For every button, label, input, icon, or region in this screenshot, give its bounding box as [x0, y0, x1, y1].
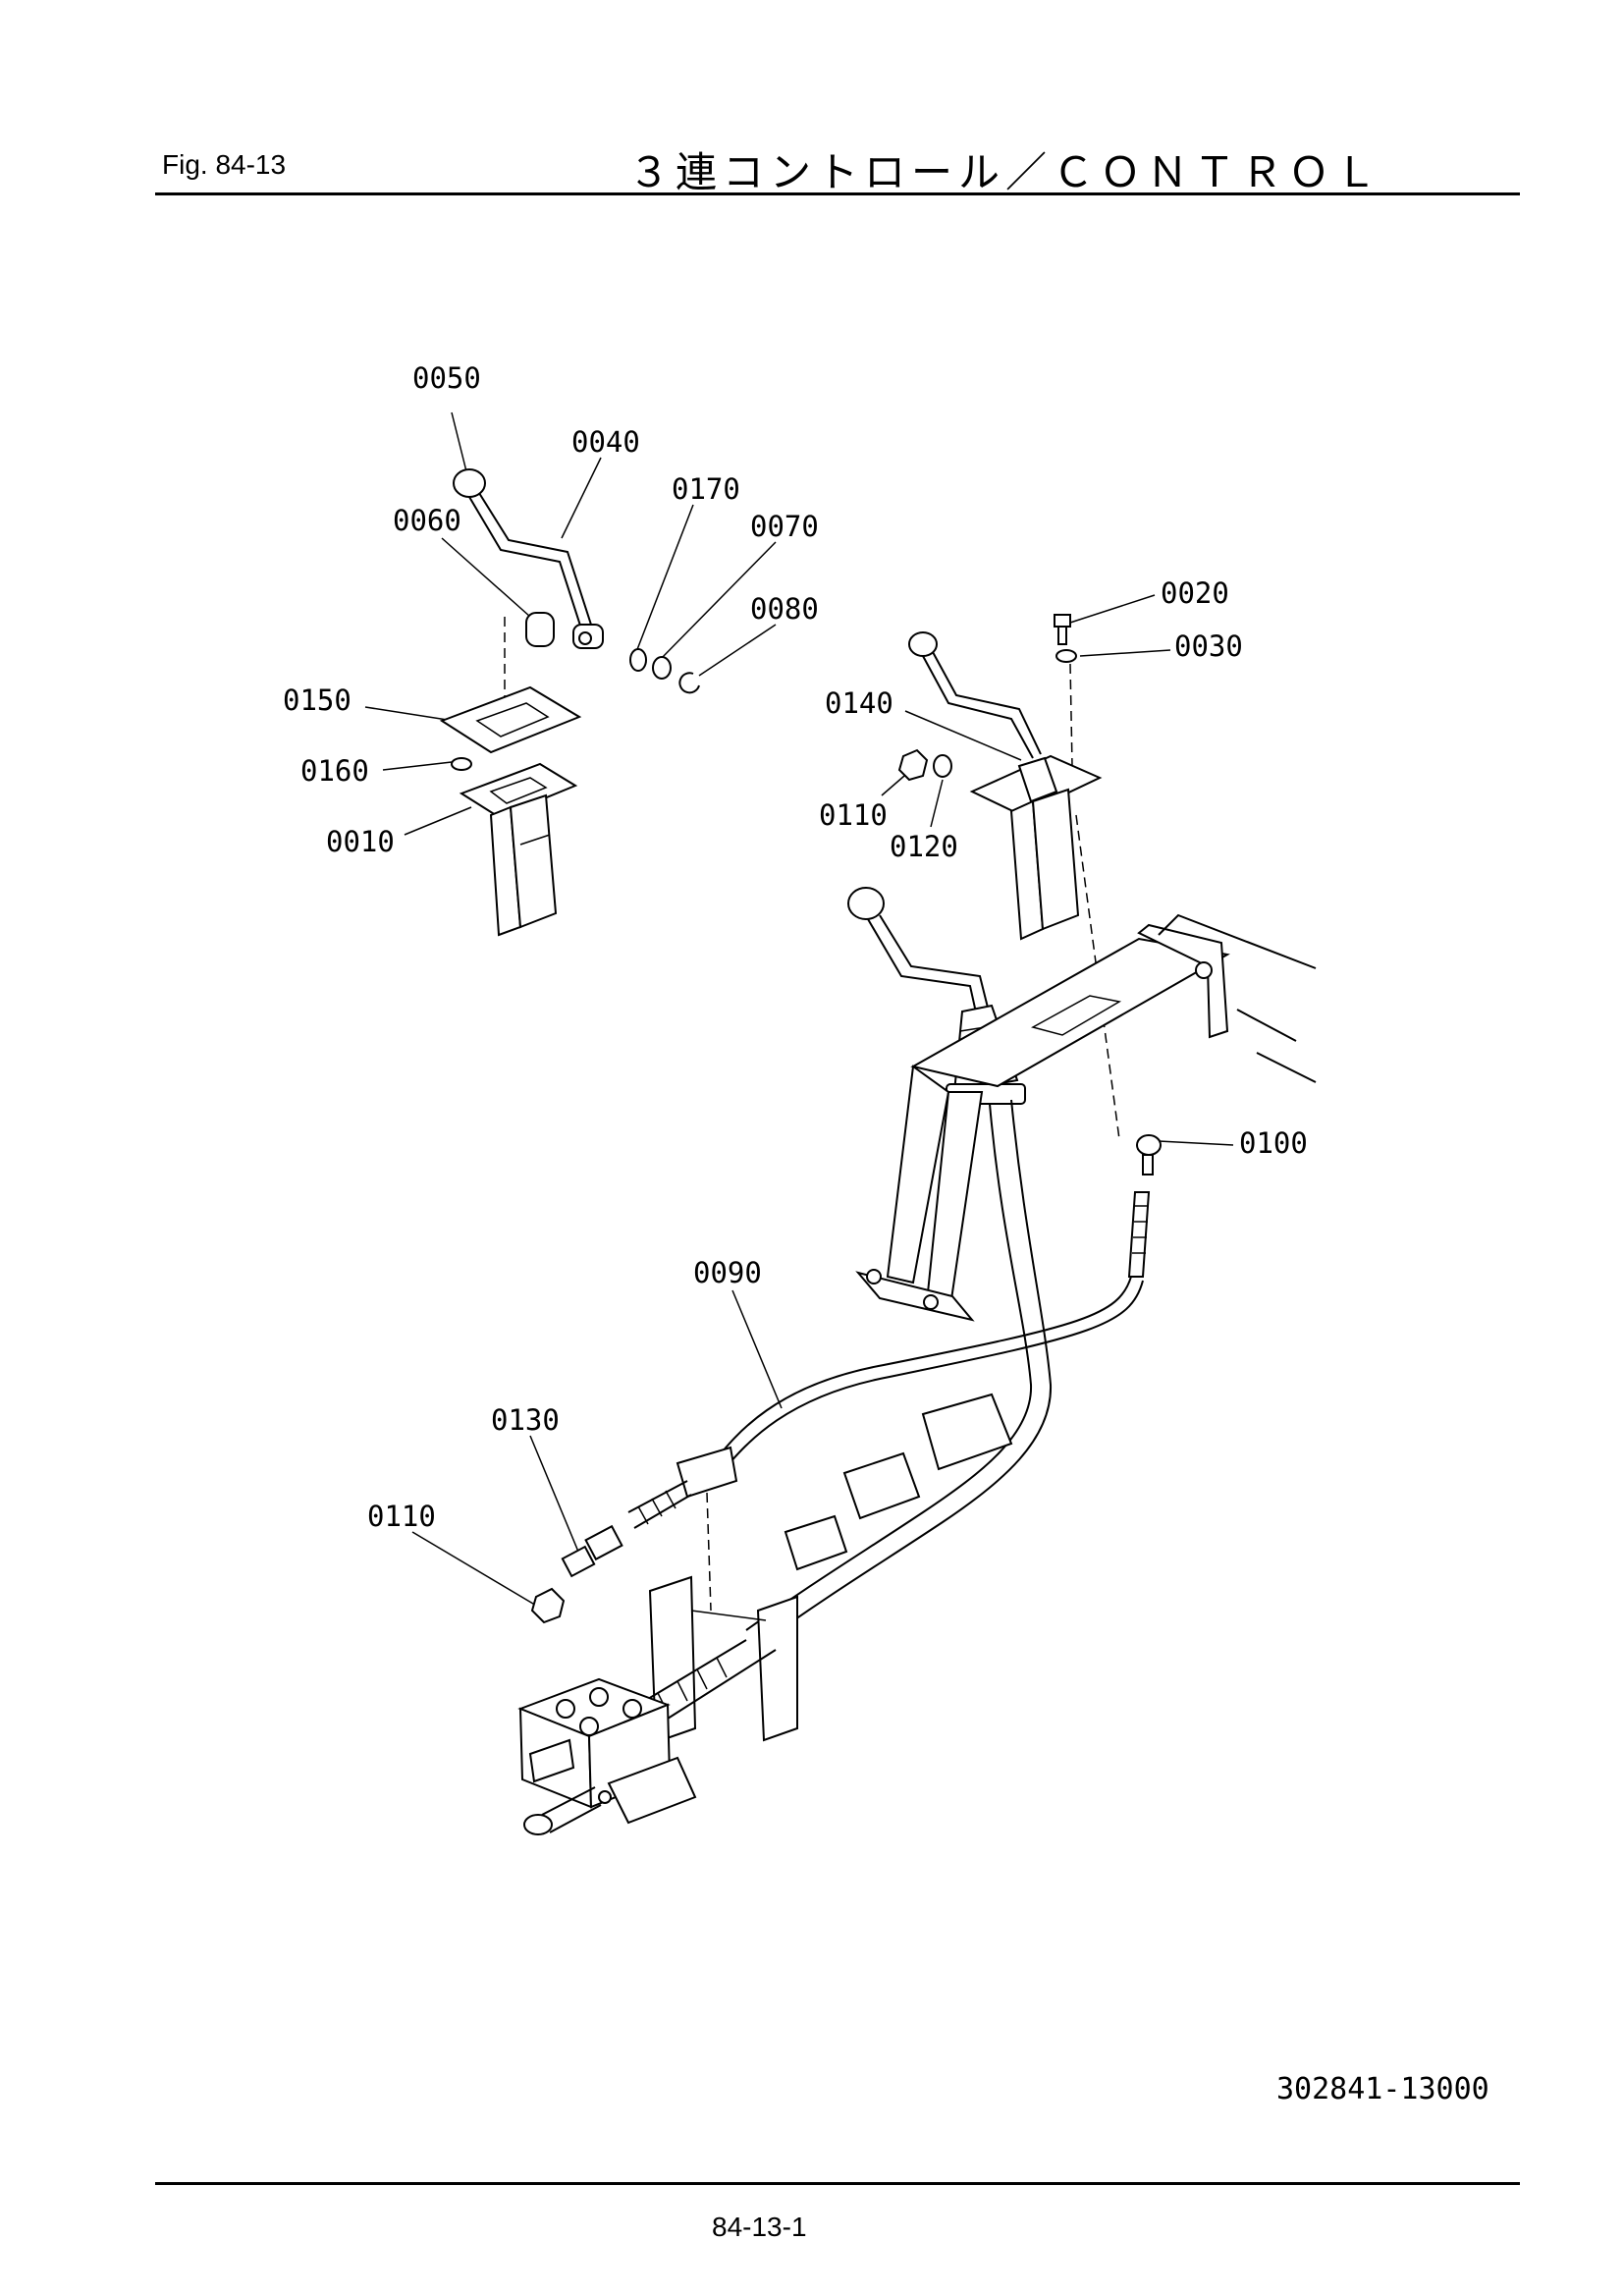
header-rule [155, 192, 1520, 195]
callout-0100: 0100 [1239, 1126, 1308, 1160]
control-cable [712, 1276, 1132, 1464]
callout-0160: 0160 [300, 754, 369, 788]
cover-plate [439, 685, 582, 754]
snap-ring [678, 672, 700, 694]
callout-0150: 0150 [283, 683, 352, 717]
callout-0110: 0110 [819, 798, 888, 832]
leader-lines [364, 411, 1234, 1608]
washer [652, 656, 672, 680]
callout-0050: 0050 [412, 361, 481, 395]
callout-0010: 0010 [326, 825, 395, 858]
bushing [525, 612, 555, 647]
callout-0170: 0170 [672, 472, 740, 506]
footer-rule [155, 2182, 1520, 2185]
lever-rod [468, 496, 582, 629]
page-number: 84-13-1 [712, 2212, 807, 2242]
figure-label: Fig. 84-13 [162, 149, 287, 180]
callout-0060: 0060 [393, 504, 461, 537]
callout-0130: 0130 [491, 1403, 560, 1437]
washer [629, 648, 647, 672]
ball-joint [1136, 1134, 1162, 1156]
callout-0020: 0020 [1161, 576, 1229, 610]
callout-0040: 0040 [571, 425, 640, 459]
callout-0030: 0030 [1174, 629, 1243, 663]
control-stand [847, 887, 1317, 1322]
callout-0080: 0080 [750, 592, 819, 626]
callout-0120: 0120 [890, 830, 958, 863]
right-lever-assembly [897, 614, 1120, 1140]
page-title: ３連コントロール／ＣＯＮＴＲＯＬ [628, 148, 1383, 196]
bracket-plate [459, 762, 578, 819]
cable-assembly [517, 1099, 1162, 1835]
callout-0110-lower: 0110 [367, 1500, 436, 1533]
drawing-number: 302841-13000 [1276, 2072, 1489, 2106]
callout-0140: 0140 [825, 686, 893, 720]
callout-0070: 0070 [750, 510, 819, 543]
left-lever-assembly [439, 468, 700, 937]
stand-top [910, 937, 1230, 1088]
main-lever-knob [847, 887, 885, 920]
lever-knob [453, 468, 486, 498]
callout-0090: 0090 [693, 1256, 762, 1289]
